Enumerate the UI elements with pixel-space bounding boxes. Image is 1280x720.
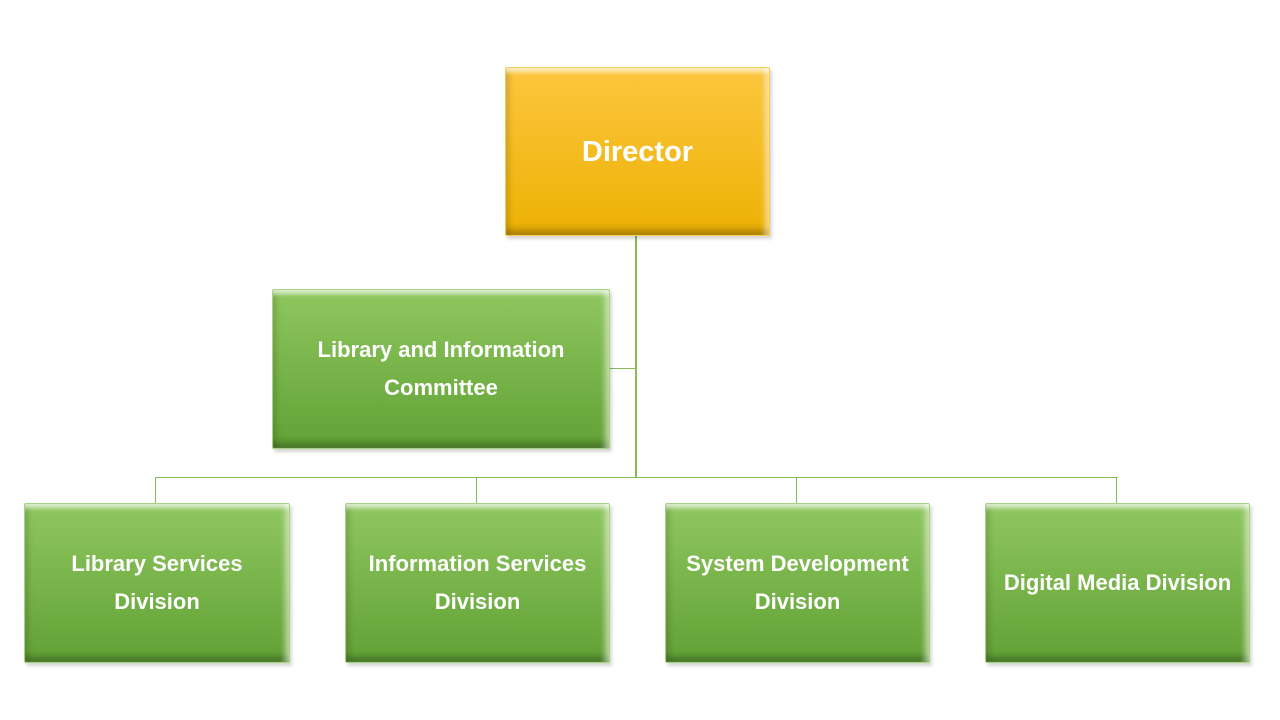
org-node-division-label: Library Services Division: [71, 551, 243, 614]
org-node-committee-label: Library and Information Committee: [317, 337, 565, 400]
org-node-division-label: System Development Division: [686, 551, 909, 614]
org-node-division-label: Information Services Division: [368, 551, 587, 614]
org-node-library-information-committee[interactable]: Library and Information Committee: [272, 289, 610, 449]
org-node-director[interactable]: Director: [505, 67, 770, 236]
org-node-information-services-division[interactable]: Information Services Division: [345, 503, 610, 663]
org-node-system-development-division[interactable]: System Development Division: [665, 503, 930, 663]
org-node-digital-media-division[interactable]: Digital Media Division: [985, 503, 1250, 663]
connector-drop-digital-media: [1116, 477, 1117, 504]
connector-committee-horizontal: [608, 368, 635, 369]
connector-drop-information-services: [476, 477, 477, 504]
org-node-division-label: Digital Media Division: [1003, 570, 1232, 595]
connector-divisions-horizontal: [155, 477, 1118, 478]
org-node-director-label: Director: [581, 135, 694, 168]
connector-drop-system-development: [796, 477, 797, 504]
org-node-library-services-division[interactable]: Library Services Division: [24, 503, 290, 663]
connector-director-vertical: [635, 234, 637, 478]
connector-drop-library-services: [155, 477, 156, 504]
